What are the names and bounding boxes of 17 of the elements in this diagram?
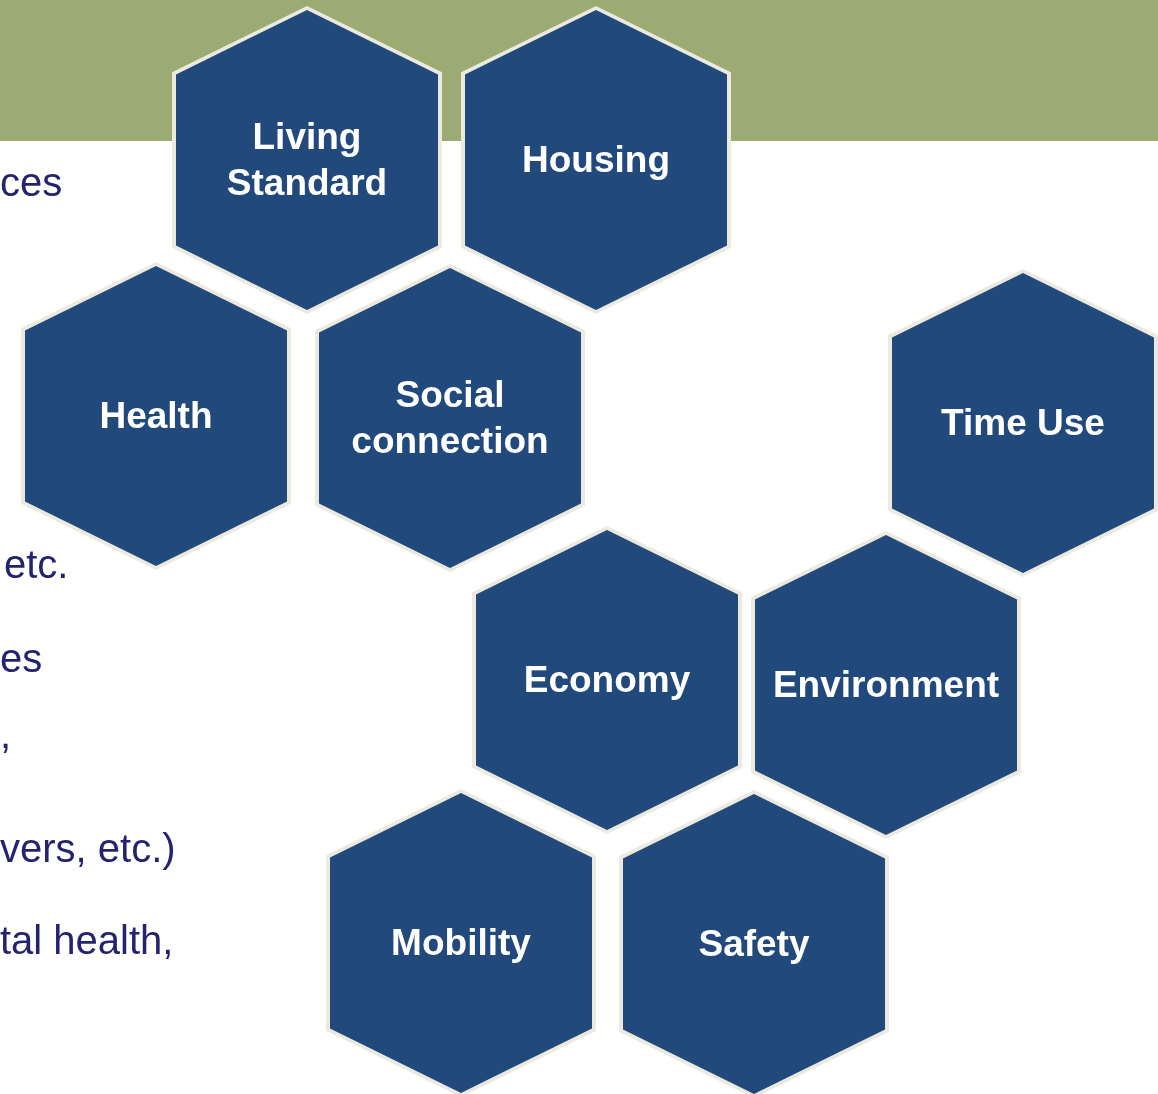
text-fragment: vers, etc.) xyxy=(0,826,176,871)
hexagon-label: Housing xyxy=(522,137,670,182)
hexagon-label: Safety xyxy=(698,921,810,966)
hexagon-label: Economy xyxy=(523,657,691,702)
text-fragment: , xyxy=(0,712,12,757)
text-fragment: tal health, xyxy=(0,918,174,963)
hexagon-label: Environment xyxy=(772,662,1000,707)
text-fragment: es xyxy=(0,636,43,681)
text-fragment: etc. xyxy=(4,542,69,587)
hexagon-tile xyxy=(619,790,889,1094)
hexagon-label: Social connection xyxy=(350,372,550,463)
hexagon-label: Time Use xyxy=(941,400,1105,445)
hexagon-label: Living Standard xyxy=(225,114,389,205)
hexagon-label: Health xyxy=(99,393,213,438)
hexagon-label: Mobility xyxy=(391,920,531,965)
text-fragment: ces xyxy=(0,160,63,205)
hexagon-tile xyxy=(326,789,596,1094)
